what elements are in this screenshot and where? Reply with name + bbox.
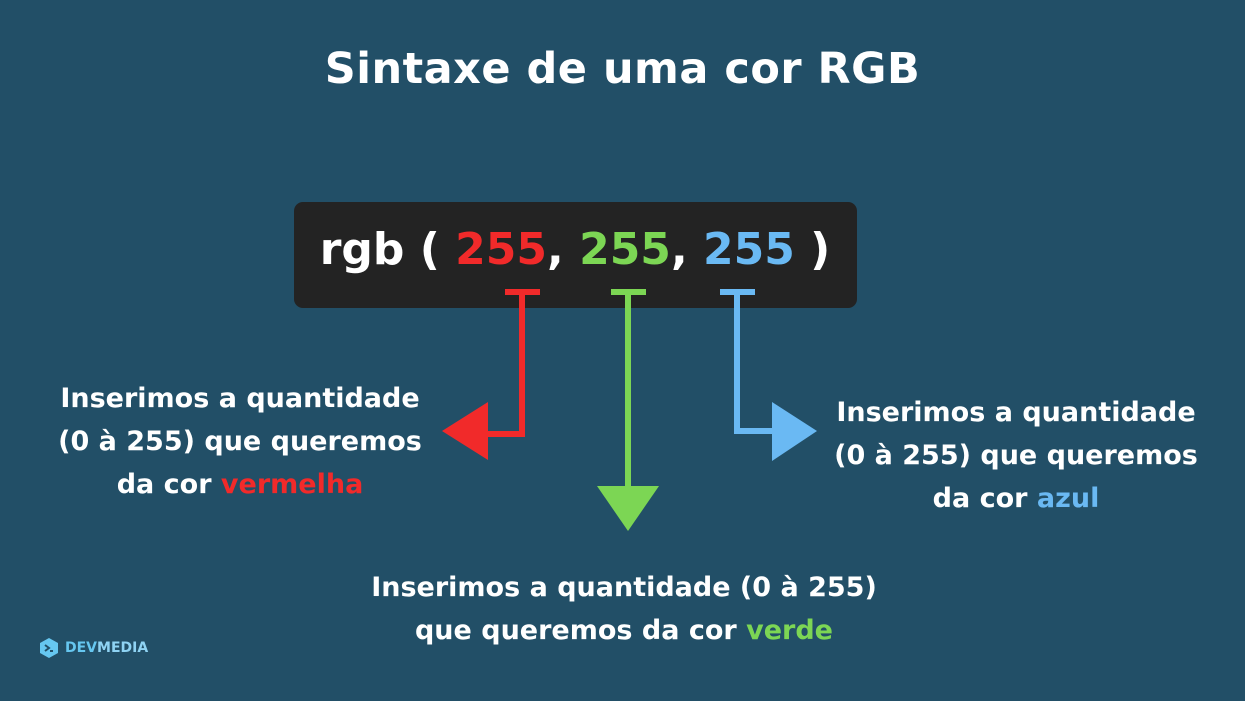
green-desc-line2-prefix: que queremos da cor	[414, 615, 737, 646]
red-desc-line3-prefix: da cor	[116, 469, 212, 500]
blue-desc-line2: (0 à 255) que queremos	[834, 440, 1198, 471]
red-description: Inserimos a quantidade (0 à 255) que que…	[30, 377, 450, 506]
logo-text-media: MEDIA	[97, 640, 149, 656]
blue-desc-line3-prefix: da cor	[932, 483, 1028, 514]
code-box	[294, 202, 857, 308]
red-desc-line3: da cor vermelha	[30, 463, 450, 506]
green-value: 255	[579, 224, 671, 275]
blue-description: Inserimos a quantidade (0 à 255) que que…	[806, 391, 1226, 520]
blue-value: 255	[702, 224, 795, 275]
rgb-suffix: )	[810, 224, 831, 275]
green-description: Inserimos a quantidade (0 à 255) que que…	[344, 566, 904, 652]
red-desc-line2: (0 à 255) que queremos	[58, 426, 422, 457]
rgb-prefix: rgb (	[319, 224, 440, 275]
blue-desc-line1: Inserimos a quantidade	[836, 397, 1196, 428]
rgb-syntax: rgb ( 255, 255, 255 )	[0, 224, 1150, 275]
green-desc-line2: que queremos da cor verde	[344, 609, 904, 652]
separator-2: ,	[670, 224, 688, 275]
page-title: Sintaxe de uma cor RGB	[324, 44, 921, 94]
logo-text-dev: DEV	[65, 640, 98, 656]
green-desc-line1: Inserimos a quantidade (0 à 255)	[371, 572, 877, 603]
blue-desc-line3: da cor azul	[806, 477, 1226, 520]
green-color-word: verde	[746, 615, 833, 646]
green-arrow	[597, 289, 659, 531]
red-arrow	[442, 289, 540, 460]
blue-color-word: azul	[1036, 483, 1100, 514]
red-value: 255	[455, 224, 548, 275]
red-color-word: vermelha	[220, 469, 364, 500]
red-desc-line1: Inserimos a quantidade	[60, 383, 420, 414]
blue-arrow	[720, 289, 817, 461]
devmedia-logo-icon	[40, 638, 58, 658]
separator-1: ,	[547, 224, 564, 275]
